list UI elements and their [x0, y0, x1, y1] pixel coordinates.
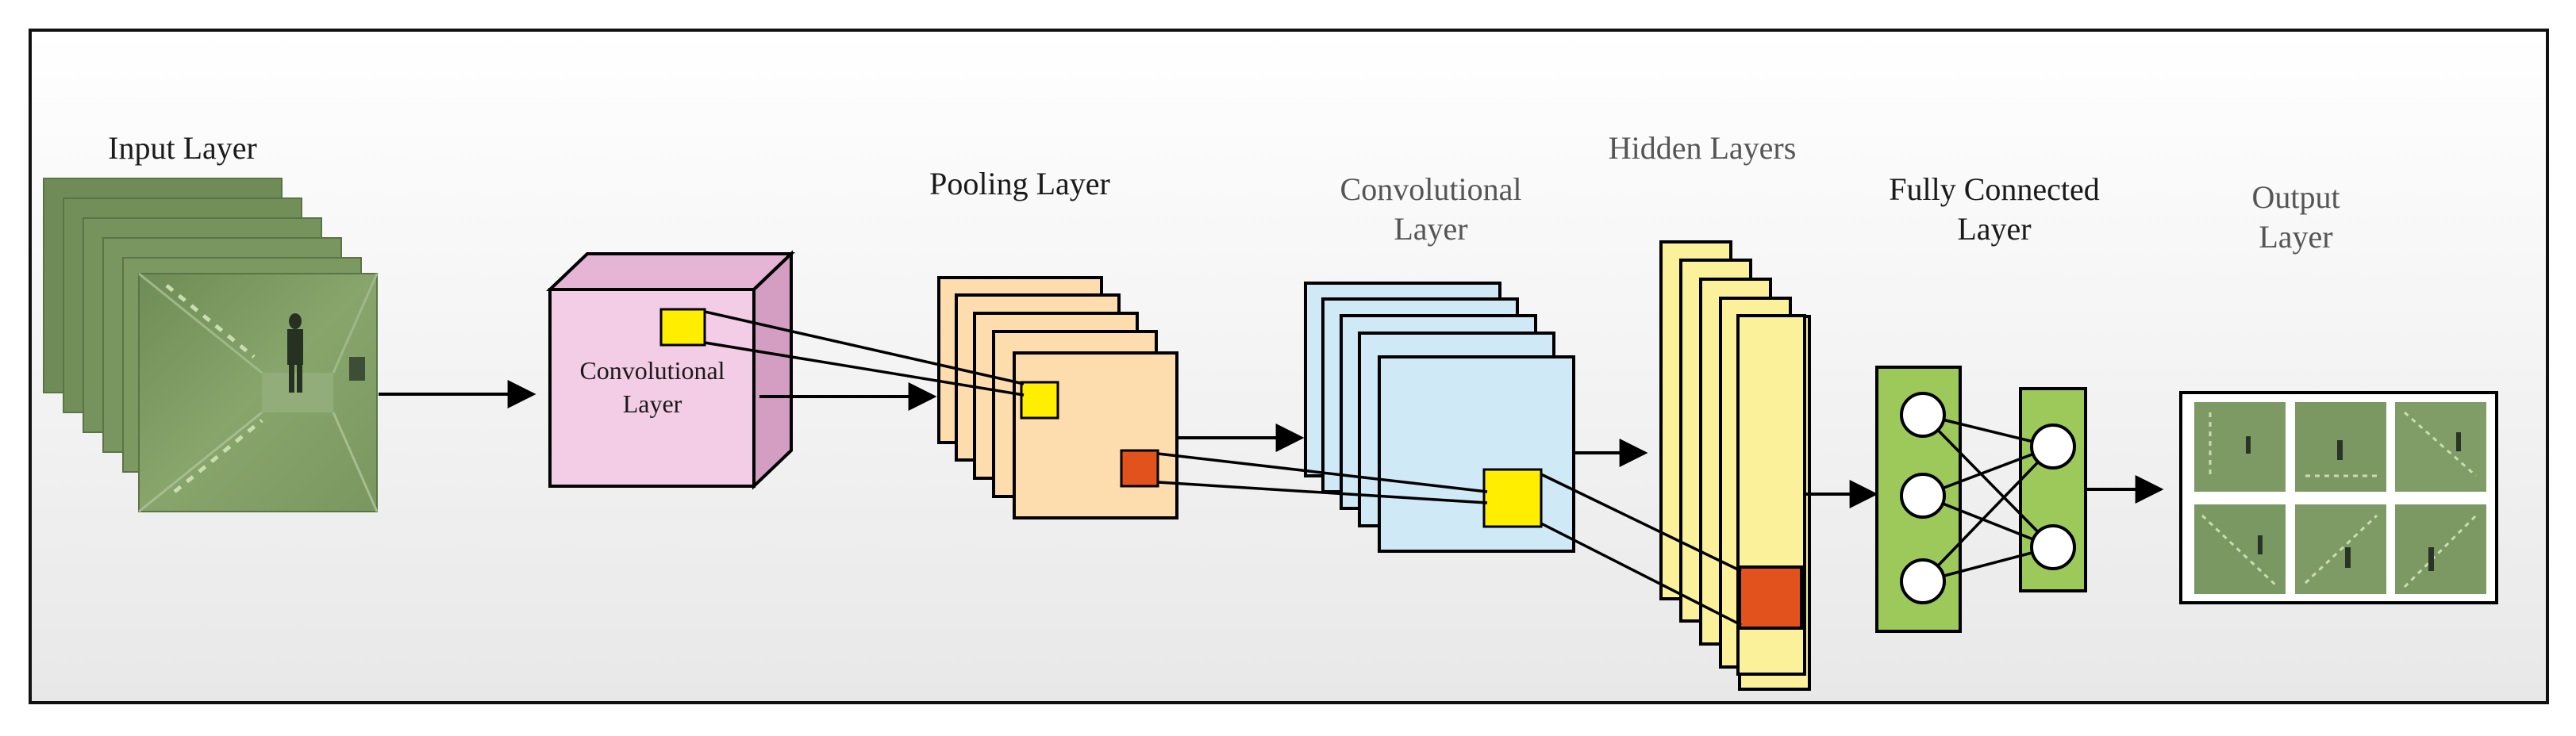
fc-output-neuron-1 [2030, 424, 2076, 470]
pooling-layer: Pooling Layer [929, 166, 1178, 519]
fc-label-line1: Fully Connected [1889, 171, 2100, 207]
diagram-frame [29, 29, 2549, 704]
output-thumbnail [2395, 504, 2486, 594]
output-thumbnail-grid [2194, 402, 2486, 594]
conv2-label-line1: Convolutional [1340, 171, 1522, 207]
fc-neuron-2 [1900, 473, 1946, 519]
pooling-layer-label: Pooling Layer [929, 166, 1110, 201]
output-thumbnail [2395, 402, 2486, 492]
projection-line [704, 341, 1025, 397]
conv-kernel-yellow [659, 308, 706, 347]
output-thumbnail [2295, 504, 2386, 594]
fc-neuron-1 [1900, 392, 1946, 438]
output-label-line2: Layer [2259, 219, 2332, 255]
conv-cube-front [548, 288, 755, 488]
output-thumbnail [2194, 504, 2286, 594]
input-layer-label: Input Layer [108, 130, 257, 166]
pooling-front-map [1013, 351, 1178, 519]
output-label-line1: Output [2251, 179, 2340, 215]
conv2-kernel-yellow [1482, 468, 1543, 528]
fc-label-line2: Layer [1957, 211, 2031, 247]
conv2-front-map [1378, 355, 1575, 553]
fc-connections [1921, 413, 2055, 583]
conv-cube-label-line2: Layer [623, 389, 682, 418]
conv-cube-top [546, 252, 795, 291]
output-thumbnail [2295, 402, 2386, 492]
output-layer: Output Layer [2179, 179, 2498, 604]
hidden-layers-label: Hidden Layers [1609, 130, 1797, 166]
pooling-kernel-red [1120, 449, 1159, 488]
projection-line [1157, 481, 1488, 504]
conv-cube-label-line1: Convolutional [579, 356, 725, 385]
fc-neuron-3 [1900, 558, 1946, 604]
projection-line [1540, 473, 1742, 573]
projection-line [1540, 522, 1742, 627]
input-layer: Input Layer [43, 130, 379, 513]
hidden-kernel-red [1738, 565, 1803, 630]
pooling-kernel-yellow [1020, 381, 1059, 420]
conv2-label-line2: Layer [1394, 211, 1467, 247]
input-image-front [138, 272, 379, 513]
fc-output-neuron-2 [2030, 524, 2076, 570]
conv-cube-side [752, 250, 793, 490]
projection-line [1157, 452, 1488, 493]
output-thumbnail [2194, 402, 2286, 492]
projection-line [704, 310, 1025, 385]
input-image-stack [43, 178, 379, 513]
convolutional-layer-cube: Convolutional Layer [546, 250, 795, 490]
fully-connected-layer: Fully Connected Layer [1875, 171, 2100, 633]
convolutional-layer-2: Convolutional Layer [1304, 171, 1575, 553]
